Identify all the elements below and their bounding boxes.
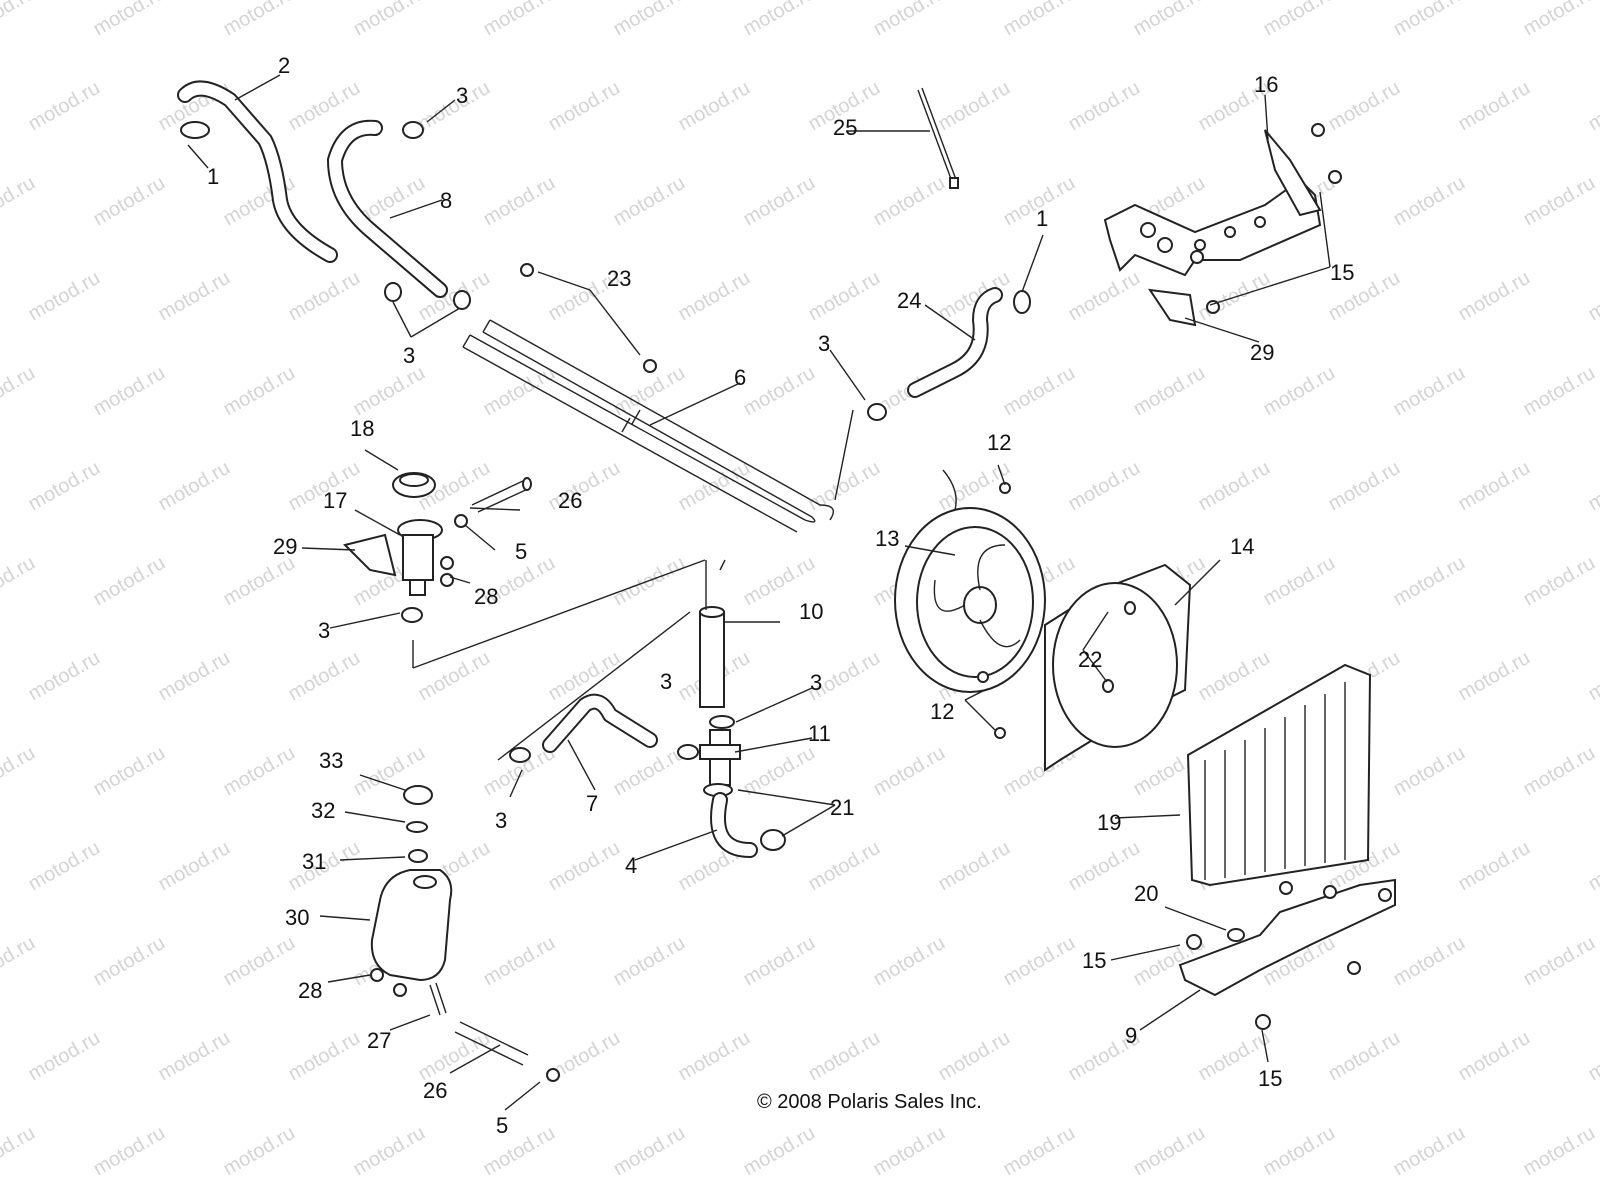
clamp-part-3-top — [402, 121, 424, 139]
fasteners-part-23 — [520, 263, 657, 373]
tube-part-26-lower — [454, 1021, 529, 1066]
callout-12a: 12 — [987, 430, 1012, 455]
callout-10: 10 — [799, 599, 824, 624]
callout-3g: 3 — [495, 808, 508, 833]
callout-20: 20 — [1134, 881, 1159, 906]
hose-part-2 — [177, 80, 338, 263]
neck-part-31 — [408, 849, 428, 863]
tee-part-11 — [699, 729, 741, 786]
callout-15b: 15 — [1082, 948, 1107, 973]
callout-2: 1 — [207, 164, 220, 189]
hose-part-7 — [542, 693, 658, 753]
callout-26a: 26 — [558, 488, 583, 513]
bolts-part-15-lower — [1186, 881, 1361, 1030]
callout-27: 27 — [367, 1028, 392, 1053]
callout-21: 21 — [830, 795, 855, 820]
hose-part-10 — [699, 606, 725, 708]
callout-19: 19 — [1097, 810, 1122, 835]
cap-part-18 — [392, 472, 436, 498]
callout-30: 30 — [285, 905, 310, 930]
grommets-part-22 — [1102, 601, 1136, 693]
bracket-part-29-right — [1147, 288, 1197, 327]
nuts-part-28-lower — [370, 968, 407, 997]
callout-17: 17 — [323, 488, 348, 513]
callout-23: 23 — [607, 266, 632, 291]
callout-8: 8 — [440, 188, 453, 213]
callout-29b: 29 — [273, 534, 298, 559]
callout-29a: 29 — [1250, 340, 1275, 365]
callout-18: 18 — [350, 416, 375, 441]
shroud-part-14 — [1044, 563, 1192, 772]
bracket-part-16 — [1103, 129, 1322, 277]
bracket-part-29-left — [343, 533, 397, 577]
nuts-part-28-upper — [440, 556, 454, 587]
bolts-part-15-top — [1190, 123, 1342, 314]
clamps-part-3-pair — [384, 282, 471, 310]
callout-4: 4 — [625, 853, 638, 878]
clamp-part-3-mid — [867, 403, 887, 421]
gasket-part-32 — [406, 821, 428, 833]
elbow-part-4 — [710, 792, 758, 858]
callout-5b: 5 — [496, 1113, 509, 1138]
leader-lines — [187, 74, 1331, 1111]
callout-3c: 3 — [818, 331, 831, 356]
plug-part-5-lower — [546, 1068, 560, 1082]
fitting-part-27 — [429, 982, 447, 1016]
bracket-part-9 — [1178, 878, 1396, 997]
callout-26b: 26 — [423, 1078, 448, 1103]
callout-15c: 15 — [1258, 1066, 1283, 1091]
callout-6: 6 — [734, 365, 747, 390]
clamp-part-1-left — [180, 121, 210, 139]
cable-tie-part-25 — [917, 87, 959, 189]
cap-part-33 — [403, 785, 433, 805]
callout-28b: 28 — [298, 978, 323, 1003]
callout-12b: 12 — [930, 699, 955, 724]
callout-9: 9 — [1125, 1023, 1138, 1048]
clamp-part-1-right — [1013, 290, 1031, 314]
hose-part-8 — [327, 119, 448, 298]
callout-14: 14 — [1230, 534, 1255, 559]
tubes-part-6 — [462, 319, 834, 533]
callout-1a: 2 — [278, 53, 291, 78]
callout-16: 16 — [1254, 72, 1279, 97]
radiator-part-19 — [1186, 663, 1372, 887]
reservoir-part-30 — [370, 869, 453, 982]
callout-31: 31 — [302, 849, 327, 874]
callout-3b: 3 — [403, 343, 416, 368]
grommet-part-20 — [1227, 928, 1245, 942]
callout-13: 13 — [875, 526, 900, 551]
callout-7: 7 — [586, 791, 599, 816]
clamp-part-3-right — [709, 715, 735, 729]
callout-32: 32 — [311, 798, 336, 823]
copyright-notice: © 2008 Polaris Sales Inc. — [757, 1091, 982, 1113]
callout-15a: 15 — [1330, 260, 1355, 285]
fan-part-13 — [894, 469, 1046, 693]
callout-28a: 28 — [474, 584, 499, 609]
callout-11: 11 — [808, 721, 831, 746]
callout-3d: 3 — [318, 618, 331, 643]
callout-33: 33 — [319, 748, 344, 773]
clamps-part-3-lower — [509, 744, 699, 763]
hose-part-24 — [907, 287, 1003, 398]
callout-24: 24 — [897, 288, 922, 313]
plug-part-5-upper — [454, 514, 468, 528]
tube-part-26-upper — [471, 477, 532, 513]
filler-neck-part-17 — [397, 519, 443, 596]
callout-3e: 3 — [660, 669, 673, 694]
callout-25: 25 — [833, 115, 858, 140]
callout-3f: 3 — [810, 670, 823, 695]
callout-3a: 3 — [456, 83, 469, 108]
clamp-part-3-left — [401, 607, 423, 623]
callout-5a: 5 — [515, 539, 528, 564]
callout-22: 22 — [1078, 647, 1103, 672]
callout-1b: 1 — [1036, 206, 1049, 231]
